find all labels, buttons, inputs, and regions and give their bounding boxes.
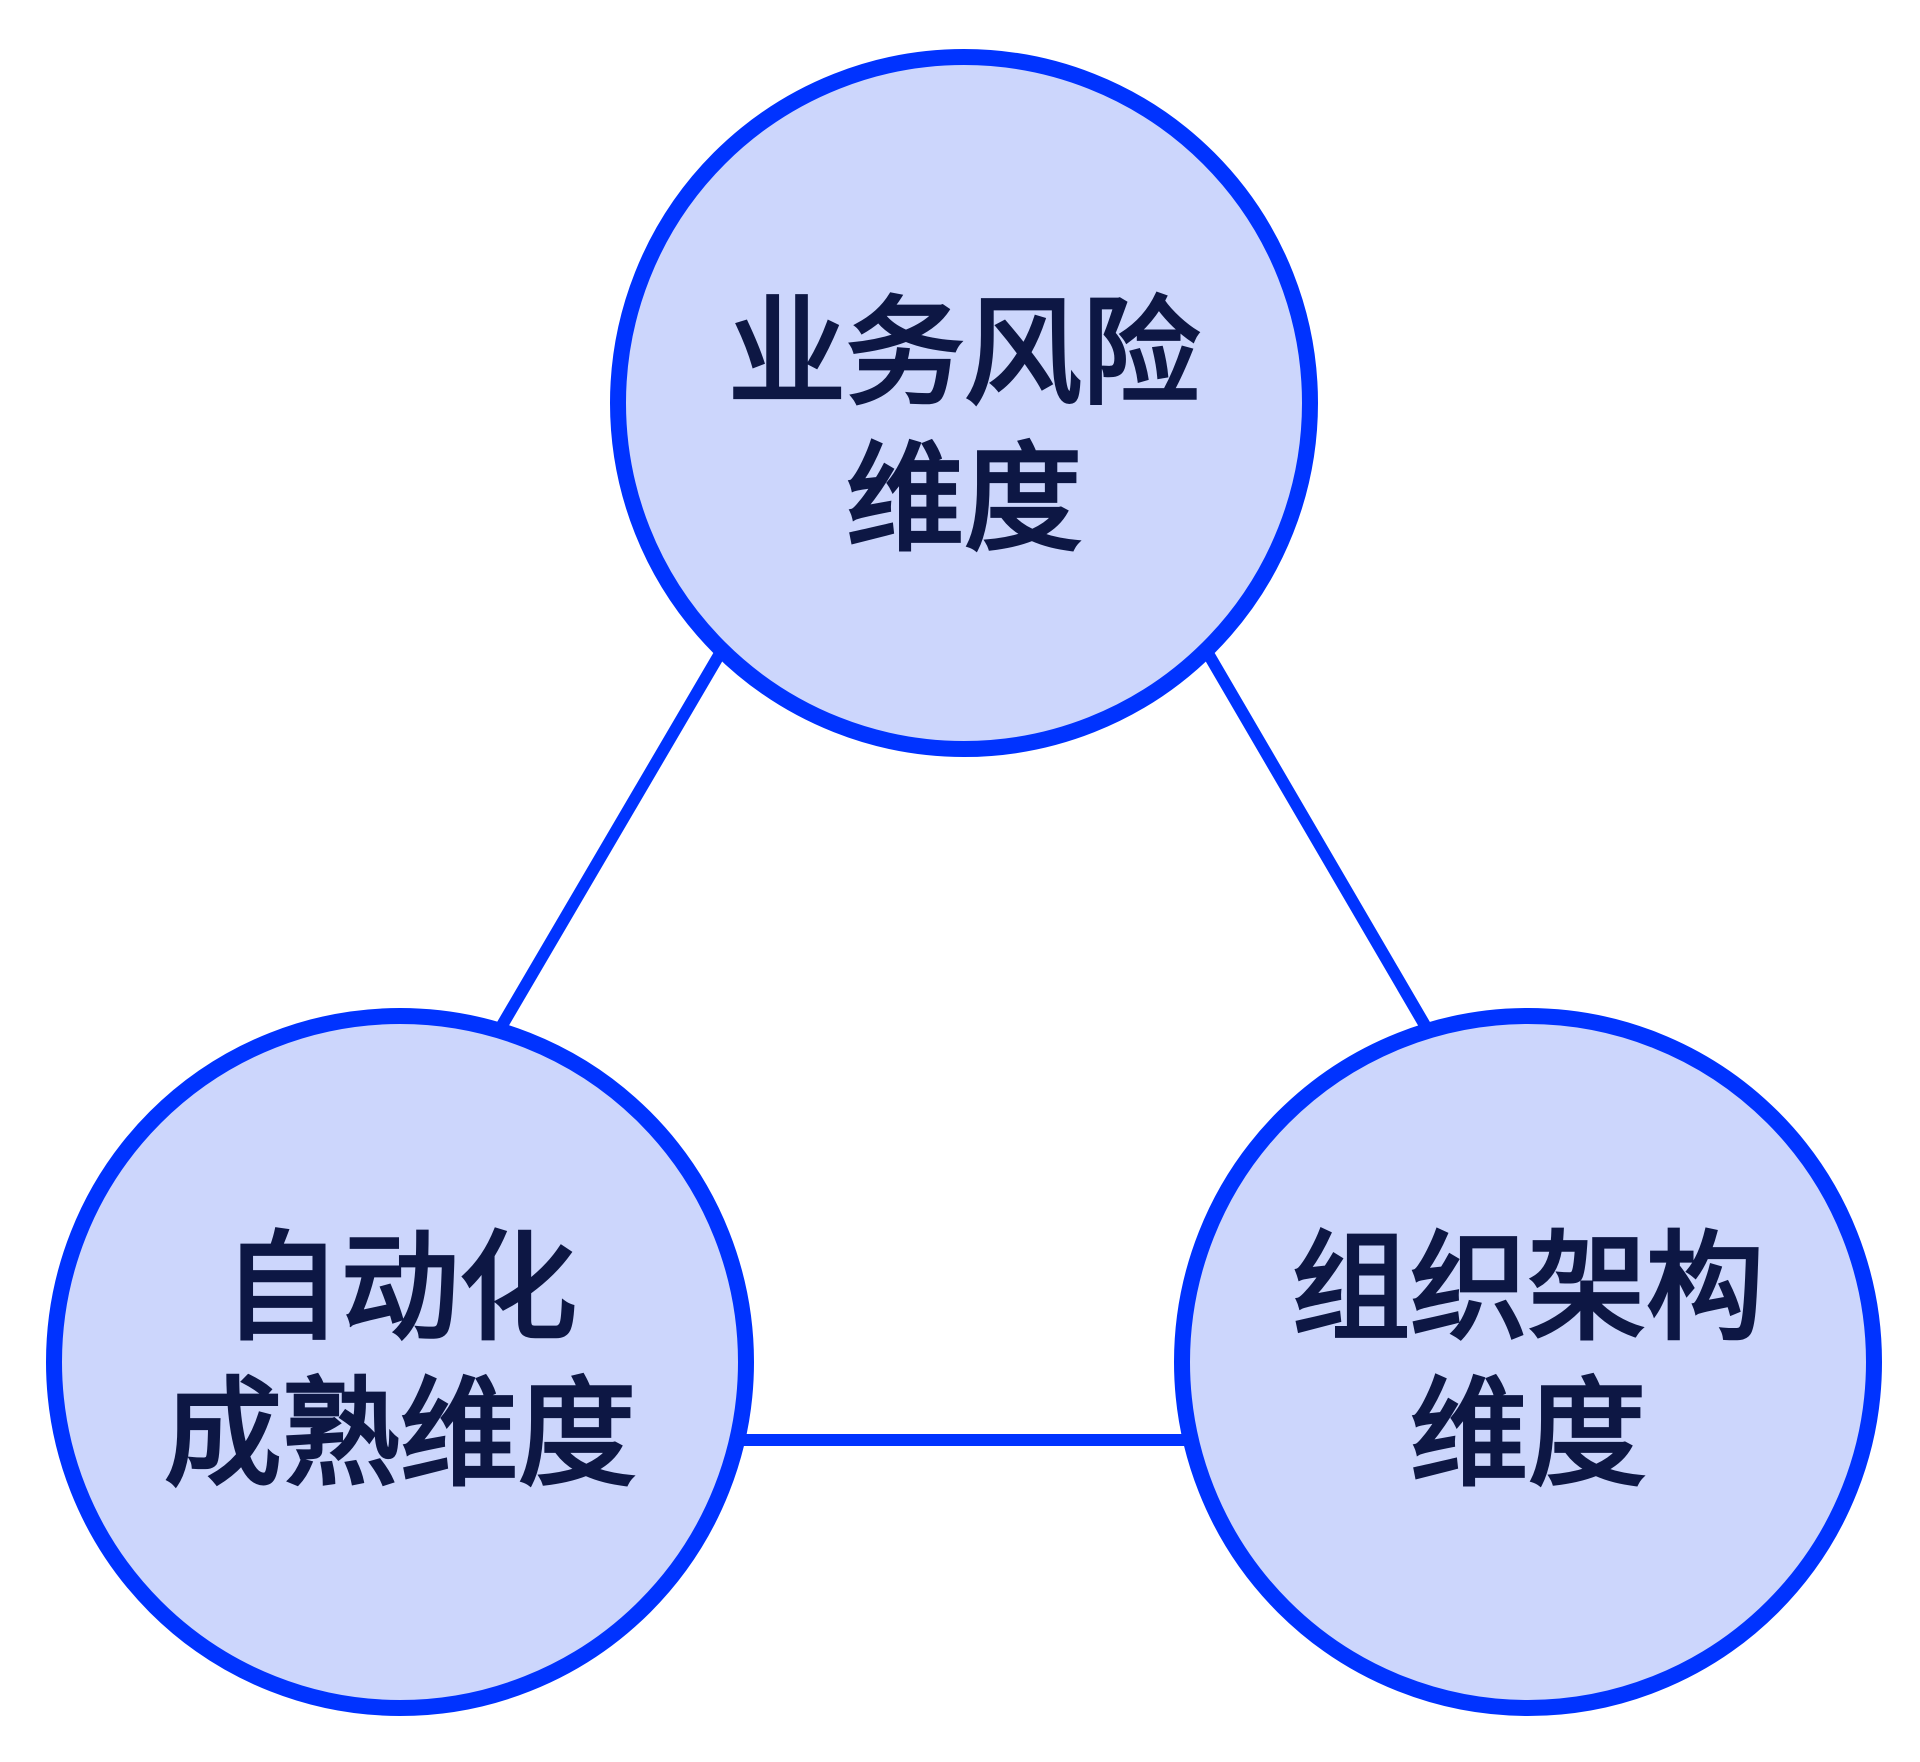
node-business-risk-label-line1: 业务风险	[728, 284, 1201, 422]
node-business-risk-label-line2: 维度	[846, 430, 1082, 568]
node-automation-maturity-circle	[46, 1008, 754, 1716]
node-business-risk: 业务风险 维度	[610, 49, 1318, 757]
node-organization-structure-label-line1: 组织架构	[1292, 1219, 1764, 1357]
node-organization-structure-label-line2: 维度	[1410, 1365, 1646, 1503]
node-automation-maturity: 自动化 成熟维度	[46, 1008, 754, 1716]
node-automation-maturity-label-line1: 自动化	[223, 1219, 577, 1357]
node-automation-maturity-label-line2: 成熟维度	[164, 1365, 636, 1503]
connector-top-left	[491, 646, 728, 1038]
connector-top-right	[1200, 646, 1436, 1038]
node-organization-structure: 组织架构 维度	[1174, 1008, 1882, 1716]
node-organization-structure-circle	[1174, 1008, 1882, 1716]
node-business-risk-circle	[610, 49, 1318, 757]
